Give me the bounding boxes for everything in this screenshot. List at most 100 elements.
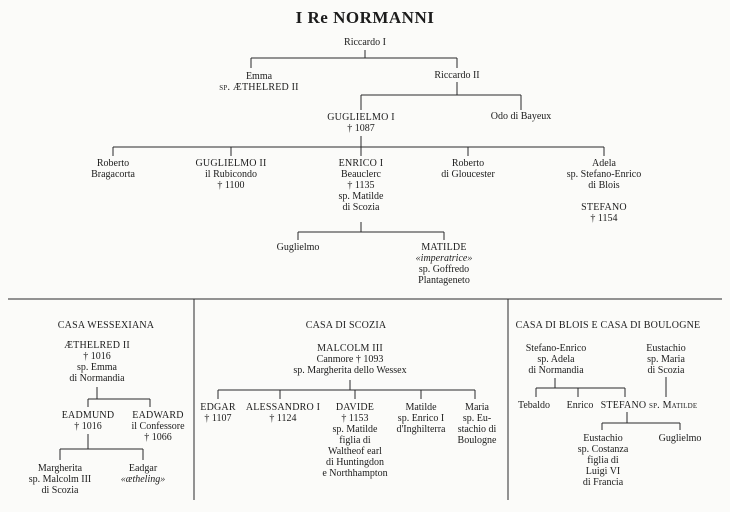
spouse-origin: di Normandia: [528, 365, 584, 376]
edgar: EDGAR † 1107: [200, 402, 235, 424]
spouse-origin: di Blois: [588, 180, 620, 191]
page-title: I Re NORMANNI: [295, 8, 435, 27]
spouse-origin: di Scozia: [647, 365, 685, 376]
epithet: «ætheling»: [120, 474, 166, 485]
margherita: Margherita sp. Malcolm III di Scozia: [29, 463, 92, 496]
spouse-relation: figlia di: [587, 455, 619, 466]
spouse-relation: figlia di: [339, 435, 371, 446]
eustachio: Eustachio sp. Maria di Scozia: [646, 343, 685, 376]
enrico: Enrico: [567, 400, 594, 411]
spouse: sp. Goffredo: [418, 264, 470, 275]
spouse: sp. Adela: [537, 354, 575, 365]
spouse: sp. Emma: [77, 362, 117, 373]
death-date: † 1107: [204, 413, 232, 424]
davide: DAVIDE † 1153 sp. Matilde figlia di Walt…: [322, 402, 387, 479]
death-date: † 1135: [347, 180, 375, 191]
spouse: sp. Maria: [647, 354, 685, 365]
name: Roberto: [451, 158, 485, 169]
heading: CASA WESSEXIANA: [57, 320, 155, 331]
name: Emma: [245, 71, 273, 82]
name: ENRICO I: [338, 158, 384, 169]
death-date: † 1153: [341, 413, 369, 424]
name: Tebaldo: [517, 400, 551, 411]
name: MATILDE: [421, 242, 467, 253]
epithet: il Rubicondo: [205, 169, 257, 180]
name: Matilde: [405, 402, 437, 413]
name: Adela: [592, 158, 616, 169]
spouse-origin: d'Inghilterra: [396, 424, 446, 435]
spouse: sp. Costanza: [577, 444, 629, 455]
name: Eustachio: [583, 433, 623, 444]
enrico-i: ENRICO I Beauclerc † 1135 sp. Matilde di…: [339, 158, 384, 213]
name: Eustachio: [646, 343, 686, 354]
spouse-title-1: di Huntingdon: [325, 457, 385, 468]
spouse-1: sp. Eu-: [462, 413, 492, 424]
tebaldo: Tebaldo: [518, 400, 550, 411]
epithet: Bragacorta: [91, 169, 135, 180]
name: Eadgar: [128, 463, 158, 474]
heading: CASA DI BLOIS E CASA DI BOULOGNE: [515, 320, 701, 331]
malcolm-iii: MALCOLM III Canmore † 1093 sp. Margherit…: [293, 343, 406, 376]
epithet: «imperatrice»: [415, 253, 473, 264]
emma: Emma sp. ÆTHELRED II: [219, 71, 298, 93]
eadgar: Eadgar «ætheling»: [121, 463, 165, 485]
name: Stefano-Enrico: [525, 343, 587, 354]
aethelred-ii: ÆTHELRED II † 1016 sp. Emma di Normandia: [64, 340, 130, 384]
eadward: EADWARD il Confessore † 1066: [131, 410, 184, 443]
guglielmo-blois: Guglielmo: [659, 433, 702, 444]
name: Enrico: [566, 400, 594, 411]
roberto-gloucester: Roberto di Gloucester: [441, 158, 495, 180]
name: Guglielmo: [658, 433, 702, 444]
spouse-origin: di Normandia: [69, 373, 125, 384]
name: Guglielmo: [276, 242, 320, 253]
spouse: sp. Matilde: [338, 191, 384, 202]
eadmund: EADMUND † 1016: [62, 410, 115, 432]
name: Riccardo I: [344, 37, 386, 48]
alessandro-i: ALESSANDRO I † 1124: [246, 402, 320, 424]
wessex-heading: CASA WESSEXIANA: [58, 320, 154, 331]
guglielmo-ii: GUGLIELMO II il Rubicondo † 1100: [196, 158, 267, 191]
riccardo-i: Riccardo I: [344, 37, 386, 48]
name: Margherita: [37, 463, 83, 474]
spouse-title-2: e Northhampton: [322, 468, 388, 479]
spouse-origin: Boulogne: [457, 435, 497, 446]
death-date: † 1016: [83, 351, 111, 362]
stefano-sp-matilde: STEFANO sp. Matilde: [601, 400, 698, 411]
matilde-imperatrice: MATILDE «imperatrice» sp. Goffredo Plant…: [416, 242, 473, 286]
epithet: il Confessore: [131, 421, 185, 432]
spouse: sp. Stefano-Enrico: [566, 169, 642, 180]
name: DAVIDE: [335, 402, 375, 413]
riccardo-ii: Riccardo II: [434, 70, 479, 81]
stefano: STEFANO † 1154: [581, 202, 627, 224]
name: EADWARD: [132, 410, 184, 421]
spouse: sp. Malcolm III: [28, 474, 92, 485]
blois-heading: CASA DI BLOIS E CASA DI BOULOGNE: [516, 320, 701, 331]
death-date: † 1087: [347, 123, 375, 134]
death-date: † 1066: [144, 432, 172, 443]
stefano-enrico: Stefano-Enrico sp. Adela di Normandia: [526, 343, 587, 376]
heading: CASA DI SCOZIA: [305, 320, 387, 331]
epithet-death: Canmore † 1093: [316, 354, 384, 365]
spouse-origin: di Francia: [582, 477, 624, 488]
death-date: † 1124: [269, 413, 297, 424]
name: Maria: [465, 402, 489, 413]
maria: Maria sp. Eu- stachio di Boulogne: [458, 402, 497, 446]
name: ÆTHELRED II: [64, 340, 130, 351]
spouse: sp. ÆTHELRED II: [219, 82, 299, 93]
spouse-2: stachio di: [457, 424, 497, 435]
name: GUGLIELMO II: [195, 158, 267, 169]
name: STEFANO: [581, 202, 627, 213]
spouse-father: Luigi VI: [585, 466, 621, 477]
spouse-origin: di Scozia: [41, 485, 79, 496]
name: ALESSANDRO I: [245, 402, 321, 413]
spouse: sp. Enrico I: [397, 413, 445, 424]
death-date: † 1016: [74, 421, 102, 432]
odo-di-bayeux: Odo di Bayeux: [491, 111, 552, 122]
adela: Adela sp. Stefano-Enrico di Blois: [567, 158, 641, 191]
spouse-father: Waltheof earl: [328, 446, 382, 457]
death-date: † 1154: [590, 213, 618, 224]
spouse: sp. Margherita dello Wessex: [293, 365, 407, 376]
guglielmo-i: GUGLIELMO I † 1087: [327, 112, 394, 134]
name: Roberto: [96, 158, 130, 169]
